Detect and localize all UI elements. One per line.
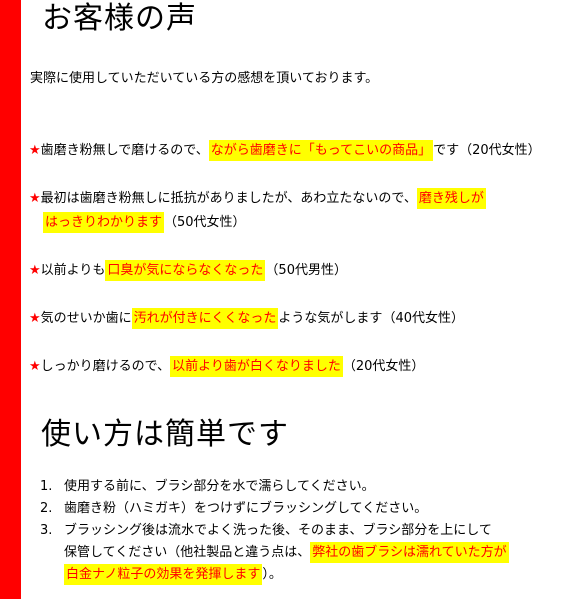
testimonial-highlight: 汚れが付きにくくなった: [131, 308, 279, 329]
voices-intro: 実際に使用していただいている方の感想を頂いております。: [30, 71, 379, 86]
star-icon: ★: [29, 143, 41, 158]
step-text: 使用する前に、ブラシ部分を水で濡らしてください。: [64, 479, 375, 494]
testimonial-highlight: 口臭が気にならなくなった: [105, 260, 266, 281]
testimonial-text: しっかり磨けるので、: [40, 359, 171, 374]
step-text: 保管してください（他社製品と違う点は、: [64, 545, 311, 560]
testimonial-age: （40代女性）: [382, 311, 464, 326]
step-number: 2.: [40, 501, 53, 516]
testimonial-age: （50代女性）: [164, 215, 246, 230]
step-item: 2. 歯磨き粉（ハミガキ）をつけずにブラッシングしてください。: [40, 498, 509, 520]
testimonial-highlight: 以前より歯が白くなりました: [170, 356, 343, 377]
testimonial-text: 最初は歯磨き粉無しに抵抗がありましたが、あわ立たないので、: [40, 191, 417, 206]
step-highlight: 弊社の歯ブラシは濡れていた方が: [310, 542, 509, 563]
star-icon: ★: [29, 263, 41, 278]
testimonial-item: ★最初は歯磨き粉無しに抵抗がありましたが、あわ立たないので、磨き残しがはっきりわ…: [29, 187, 486, 235]
step-number: 1.: [40, 479, 53, 494]
testimonial-item: ★以前よりも口臭が気にならなくなった（50代男性）: [29, 259, 347, 283]
red-accent-bar: [0, 0, 21, 599]
testimonial-text: 気のせいか歯に: [40, 311, 132, 326]
step-number: 3.: [40, 523, 53, 538]
testimonial-item: ★しっかり磨けるので、以前より歯が白くなりました（20代女性）: [29, 355, 424, 379]
testimonial-item: ★歯磨き粉無しで磨けるので、ながら歯磨きに「もってこいの商品」です（20代女性）: [29, 139, 541, 163]
star-icon: ★: [29, 311, 41, 326]
step-continuation: 白金ナノ粒子の効果を発揮します）。: [40, 564, 509, 586]
step-text: ）。: [262, 567, 282, 582]
step-text: 歯磨き粉（ハミガキ）をつけずにブラッシングしてください。: [64, 501, 428, 516]
howto-steps: 1. 使用する前に、ブラシ部分を水で濡らしてください。 2. 歯磨き粉（ハミガキ）を…: [40, 476, 509, 586]
testimonial-highlight: ながら歯磨きに「もってこいの商品」: [208, 140, 434, 161]
star-icon: ★: [29, 359, 41, 374]
testimonial-text: 歯磨き粉無しで磨けるので、: [40, 143, 209, 158]
step-item: 3. ブラッシング後は流水でよく洗った後、そのまま、ブラシ部分を上にして 保管して…: [40, 520, 509, 586]
testimonial-age: （50代男性）: [265, 263, 347, 278]
testimonial-highlight: 磨き残しが: [416, 188, 486, 209]
step-text: ブラッシング後は流水でよく洗った後、そのまま、ブラシ部分を上にして: [64, 523, 492, 538]
step-continuation: 保管してください（他社製品と違う点は、弊社の歯ブラシは濡れていた方が: [40, 542, 509, 564]
step-item: 1. 使用する前に、ブラシ部分を水で濡らしてください。: [40, 476, 509, 498]
testimonial-text: です: [433, 143, 460, 158]
testimonial-highlight: はっきりわかります: [43, 212, 165, 233]
star-icon: ★: [29, 191, 41, 206]
testimonial-age: （20代女性）: [459, 143, 541, 158]
step-highlight: 白金ナノ粒子の効果を発揮します: [64, 564, 263, 585]
testimonial-text: ような気がします: [278, 311, 383, 326]
testimonial-text: 以前よりも: [40, 263, 106, 278]
voices-heading: お客様の声: [42, 1, 197, 36]
testimonial-age: （20代女性）: [342, 359, 425, 374]
howto-heading: 使い方は簡単です: [41, 417, 289, 452]
testimonial-item: ★気のせいか歯に汚れが付きにくくなったような気がします（40代女性）: [29, 307, 464, 331]
